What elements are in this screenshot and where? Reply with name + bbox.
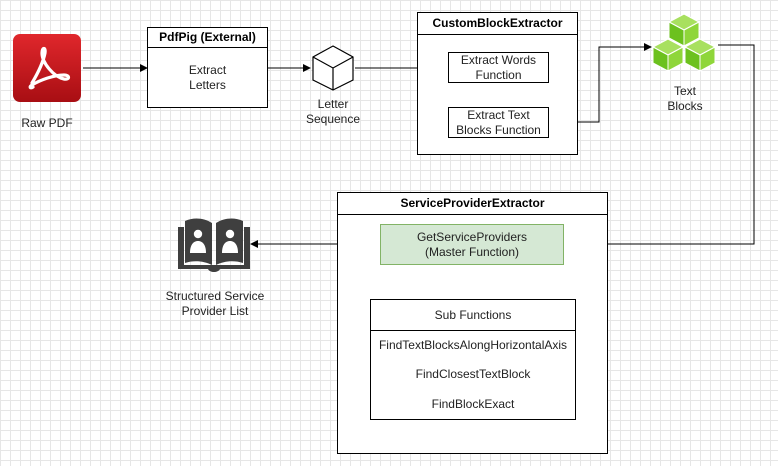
- custom-block-extractor-title: CustomBlockExtractor: [418, 13, 577, 35]
- output-line1: Structured Service: [165, 289, 265, 303]
- service-provider-extractor-title: ServiceProviderExtractor: [338, 193, 607, 215]
- text-blocks-line2: Blocks: [667, 99, 703, 113]
- output-line2: Provider List: [181, 304, 249, 318]
- cube-icon: [311, 44, 355, 92]
- text-blocks-cubes-icon: [651, 12, 717, 80]
- raw-pdf-label: Raw PDF: [21, 116, 73, 130]
- extract-blocks-line2: Blocks Function: [456, 122, 541, 137]
- master-line2: (Master Function): [424, 244, 520, 259]
- pdfpig-title: PdfPig (External): [148, 28, 267, 48]
- letter-sequence-label: Letter Sequence: [288, 97, 378, 127]
- text-blocks-label: Text Blocks: [640, 84, 730, 114]
- sub-functions-title: Sub Functions: [371, 300, 575, 331]
- extract-blocks-line1: Extract Text: [467, 107, 530, 122]
- arrow-textblocks-to-master: [563, 44, 755, 248]
- extract-words-line2: Function: [475, 67, 522, 82]
- book-icon: [176, 215, 252, 275]
- pdfpig-container: PdfPig (External) Extract Letters: [147, 27, 268, 108]
- master-line1: GetServiceProviders: [416, 229, 528, 244]
- letter-sequence-line2: Sequence: [305, 112, 361, 126]
- extract-words-line1: Extract Words: [460, 52, 537, 67]
- extract-letters-line1: Extract: [188, 62, 227, 77]
- pdf-file-icon: [12, 33, 82, 103]
- sub-functions-container: Sub Functions FindTextBlocksAlongHorizon…: [370, 299, 576, 420]
- sub-function-item: FindClosestTextBlock: [415, 367, 531, 381]
- letter-sequence-line1: Letter: [317, 97, 349, 111]
- extract-letters-text: Extract Letters: [148, 48, 267, 107]
- extract-words-function: Extract Words Function: [448, 52, 549, 83]
- sub-function-item: FindBlockExact: [431, 397, 515, 411]
- get-service-providers-master: GetServiceProviders (Master Function): [380, 224, 564, 265]
- text-blocks-line1: Text: [673, 84, 696, 98]
- output-label: Structured Service Provider List: [150, 289, 280, 319]
- extract-letters-line2: Letters: [189, 77, 226, 92]
- extract-text-blocks-function: Extract Text Blocks Function: [448, 107, 549, 138]
- sub-function-item: FindTextBlocksAlongHorizontalAxis: [378, 338, 568, 352]
